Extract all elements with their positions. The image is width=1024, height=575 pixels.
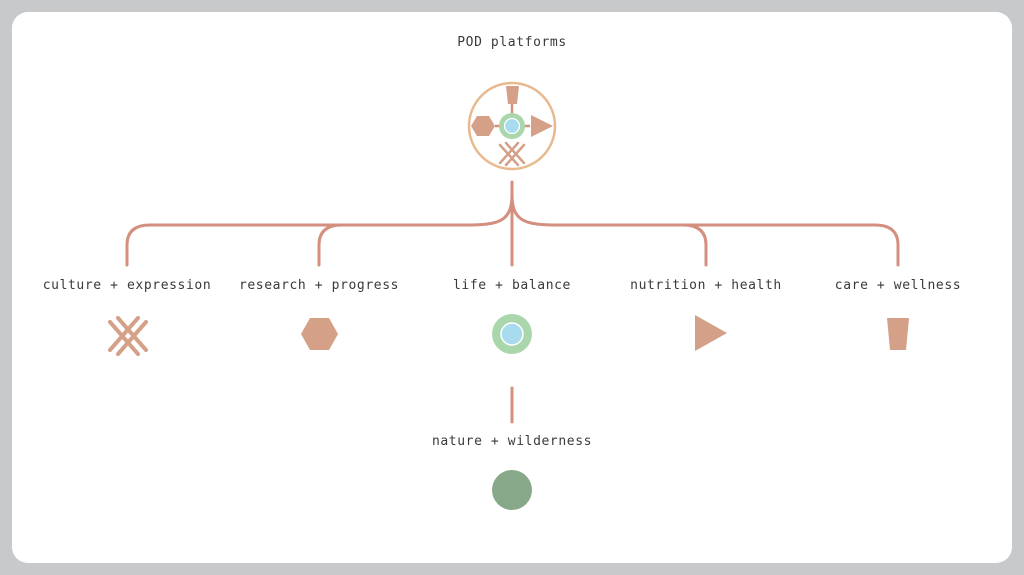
category-label-research-progress: research + progress xyxy=(238,278,400,293)
pod-platforms-hub-icon xyxy=(467,81,557,171)
crosshatch-icon xyxy=(108,316,148,356)
sub-category-label-nature-wilderness: nature + wilderness xyxy=(431,434,593,449)
category-label-nutrition-health: nutrition + health xyxy=(630,278,782,293)
connector-nutrition xyxy=(552,223,708,267)
category-label-life-balance: life + balance xyxy=(453,278,571,293)
cup-icon xyxy=(887,318,909,350)
concentric-circle-icon xyxy=(492,314,532,354)
hub-hexagon-icon xyxy=(471,116,495,136)
hub-crosshatch-icon xyxy=(498,141,526,167)
triangle-icon xyxy=(695,315,727,351)
connector-lines xyxy=(125,180,900,424)
hub-cup-icon xyxy=(506,86,519,104)
connector-culture xyxy=(125,193,514,267)
hub-triangle-icon xyxy=(531,115,553,137)
category-label-care-wellness: care + wellness xyxy=(834,278,962,293)
connector-right xyxy=(510,193,900,267)
category-label-culture-expression: culture + expression xyxy=(42,278,212,293)
hexagon-icon xyxy=(301,318,338,350)
connector-research xyxy=(317,223,472,267)
circle-icon xyxy=(492,470,532,510)
diagram-title: POD platforms xyxy=(457,35,567,50)
